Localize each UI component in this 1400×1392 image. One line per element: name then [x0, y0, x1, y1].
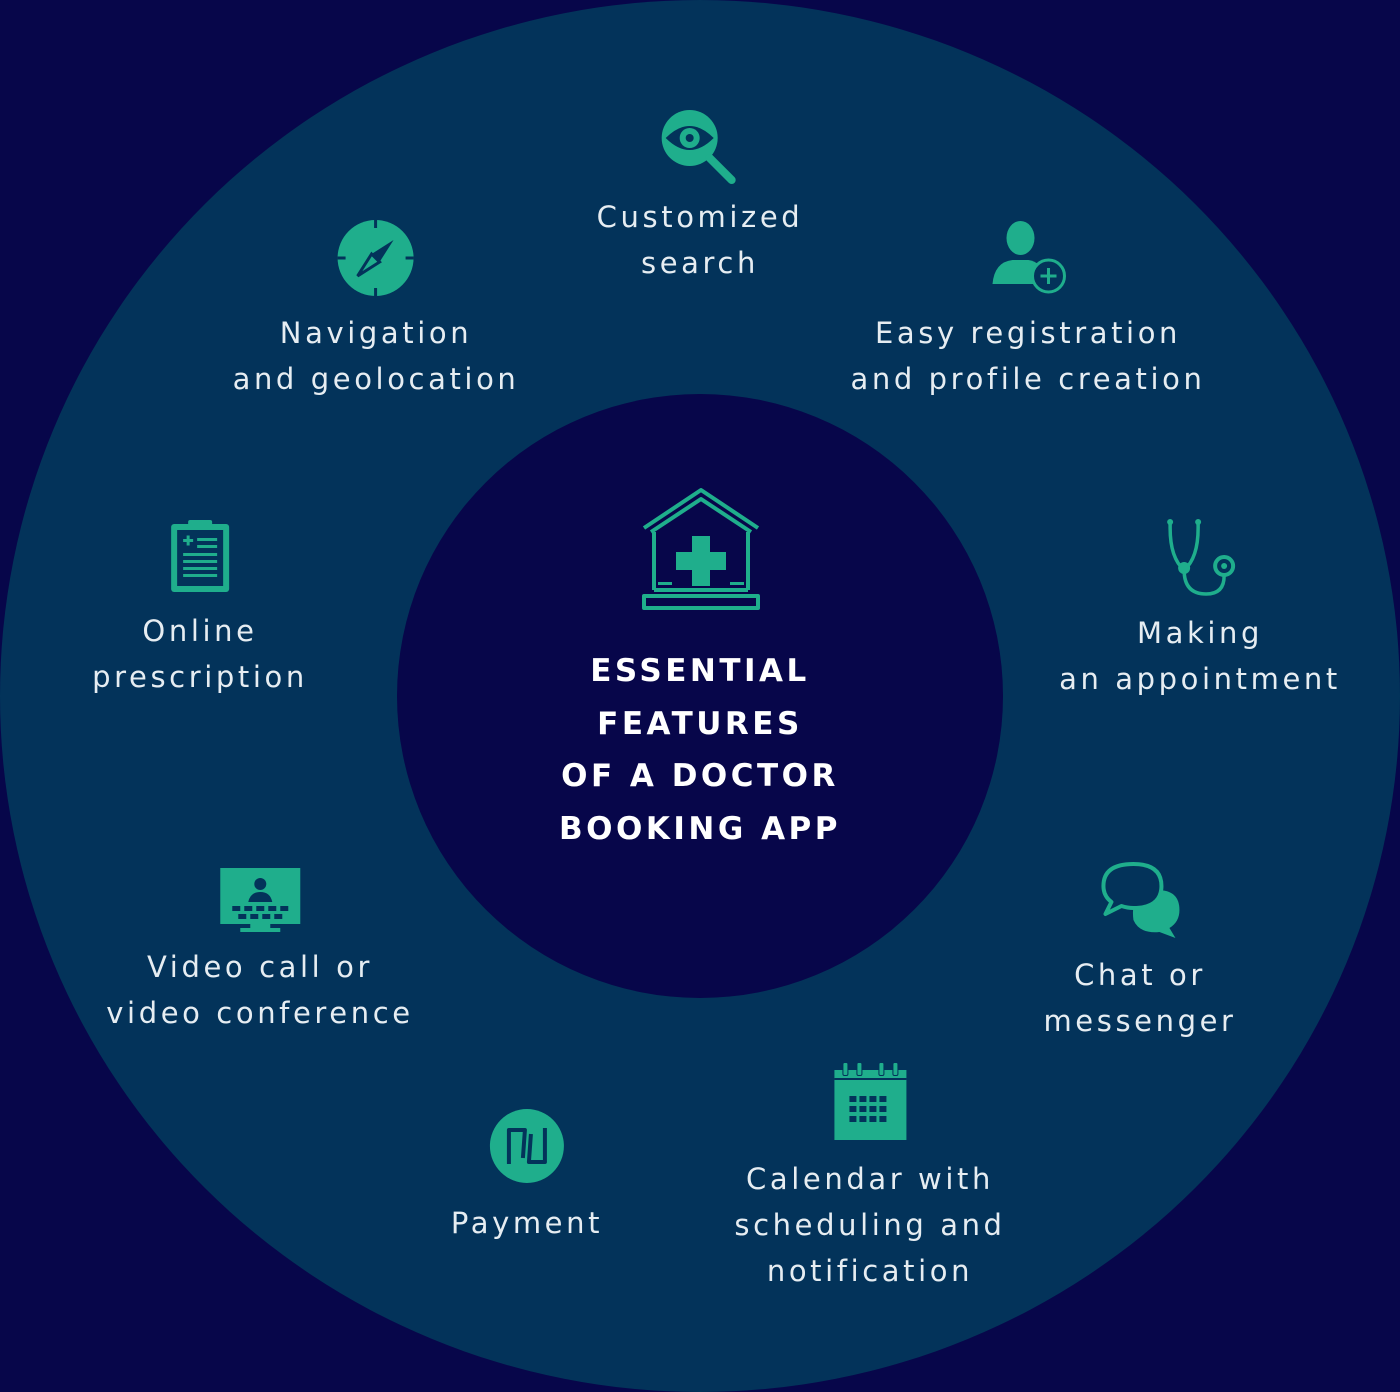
payment-icon: [489, 1109, 564, 1183]
chat-bubbles-icon: [1100, 862, 1179, 938]
feature-payment: Payment: [451, 1108, 603, 1246]
feature-video-call: Video call or video conference: [106, 866, 413, 1036]
feature-calendar: Calendar with scheduling and notificatio…: [734, 1062, 1005, 1294]
feature-label: Calendar with scheduling and notificatio…: [734, 1162, 1006, 1288]
feature-label: Online prescription: [92, 614, 308, 694]
video-conference-icon: [219, 868, 300, 932]
feature-prescription: Online prescription: [92, 518, 308, 700]
center-title: ESSENTIAL FEATURES OF A DOCTOR BOOKING A…: [558, 653, 842, 847]
compass-icon: [338, 220, 414, 296]
calendar-icon: [834, 1062, 906, 1140]
feature-registration: Easy registration and profile creation: [851, 218, 1206, 402]
feature-label: Video call or video conference: [106, 950, 414, 1030]
clinic-house-icon: [642, 488, 760, 610]
eye-search-icon: [661, 110, 736, 184]
center-circle: [397, 394, 1003, 998]
feature-label: Chat or messenger: [1043, 958, 1237, 1038]
feature-navigation: Navigation and geolocation: [233, 218, 520, 402]
feature-label: Easy registration and profile creation: [850, 316, 1206, 396]
user-add-icon: [992, 221, 1066, 294]
feature-appointment: Making an appointment: [1059, 518, 1341, 702]
stethoscope-icon: [1167, 519, 1235, 596]
feature-customized-search: Customized search: [597, 108, 804, 286]
feature-label: Navigation and geolocation: [232, 316, 520, 396]
feature-chat: Chat or messenger: [1043, 860, 1236, 1044]
feature-label: Making an appointment: [1059, 616, 1341, 696]
clipboard-icon: [170, 520, 229, 592]
feature-label: Payment: [450, 1206, 604, 1240]
feature-label: Customized search: [596, 200, 804, 280]
